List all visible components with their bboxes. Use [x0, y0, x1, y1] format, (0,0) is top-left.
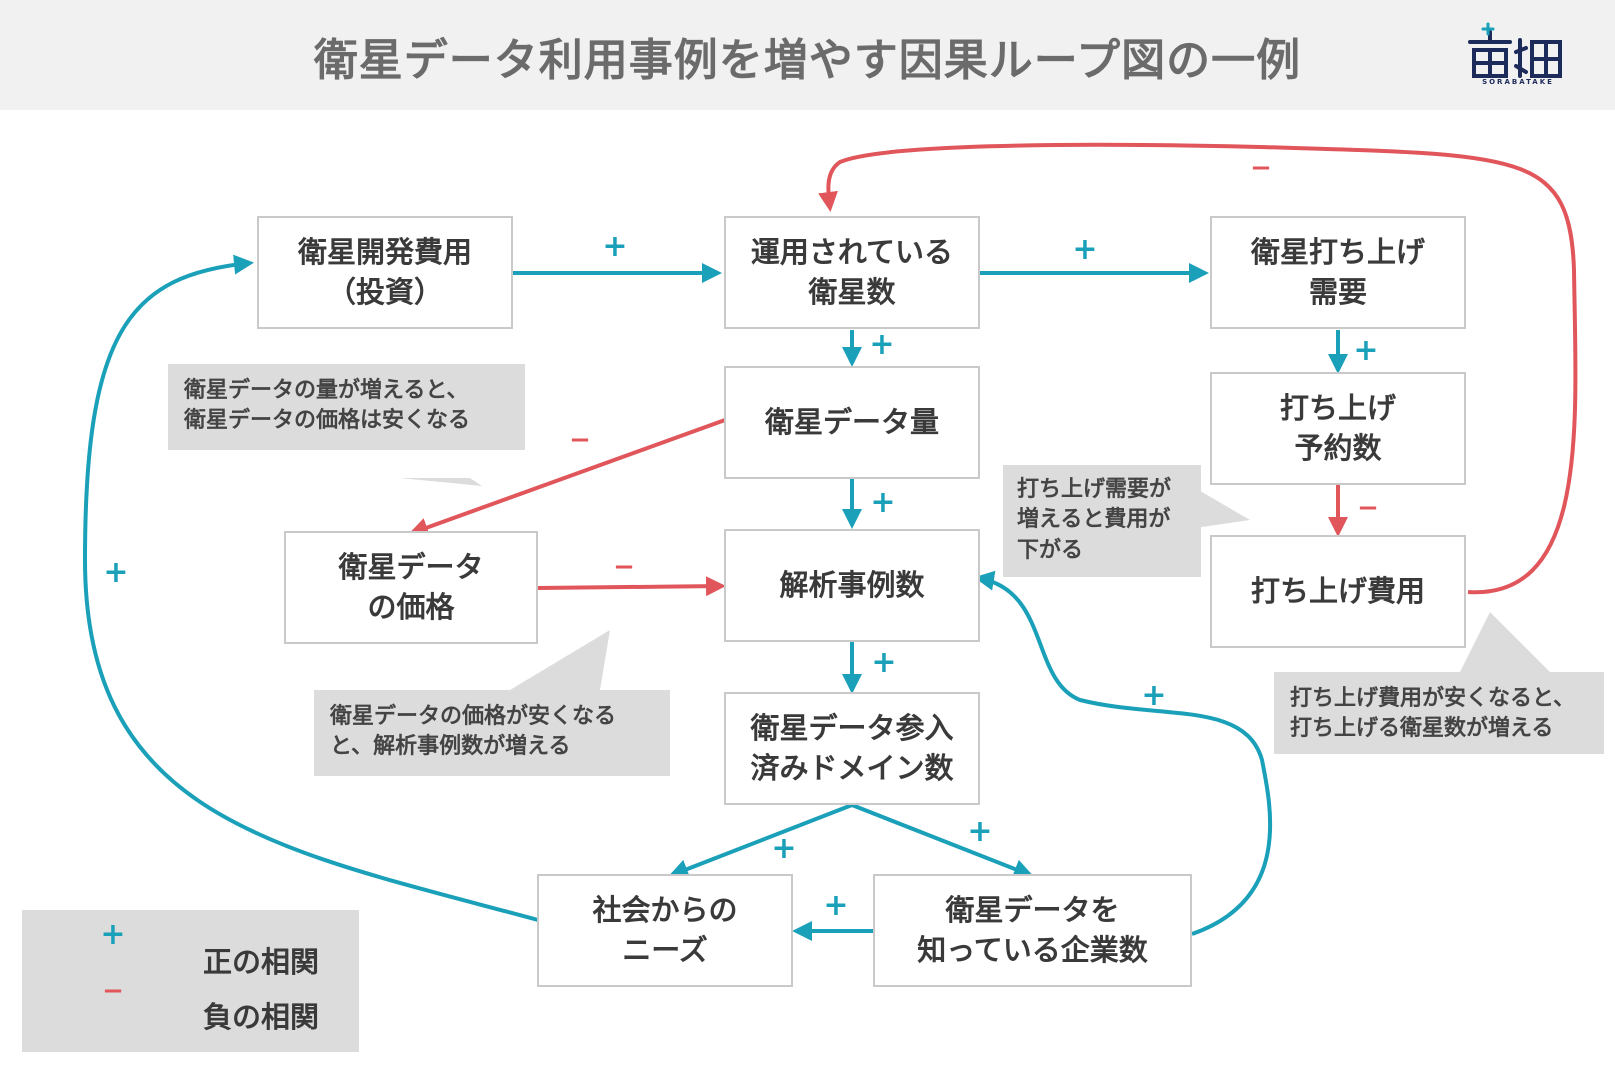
node-companies: 衛星データを 知っている企業数 — [873, 874, 1192, 987]
node-launch-bookings: 打ち上げ 予約数 — [1210, 372, 1466, 485]
sign-demand-bookings: + — [1353, 333, 1379, 368]
note-demand-cost: 打ち上げ需要が 増えると費用が 下がる — [1003, 465, 1201, 577]
arrow-launchcost-to-operating — [818, 142, 1578, 595]
sign-domains-needs: + — [771, 831, 797, 866]
arrow-needs-to-devcost — [82, 254, 539, 922]
legend-negative-sign: − — [102, 976, 124, 1006]
sorabatake-logo-icon — [1468, 22, 1562, 78]
node-launch-demand: 衛星打ち上げ 需要 — [1210, 216, 1466, 329]
legend-positive-label: 正の相関 — [203, 945, 320, 979]
node-social-needs: 社会からの ニーズ — [537, 874, 793, 987]
arrow-domains-to-companies — [851, 803, 1034, 879]
sign-cases-domains: + — [871, 645, 897, 680]
node-analysis-cases: 解析事例数 — [724, 529, 980, 642]
node-data-price: 衛星データ の価格 — [284, 531, 538, 644]
legend — [22, 910, 359, 1052]
node-dev-cost: 衛星開発費用 （投資） — [257, 216, 513, 329]
sign-companies-cases: + — [1141, 678, 1167, 713]
note-tail-cost-sats — [1460, 612, 1550, 672]
node-data-volume: 衛星データ量 — [724, 366, 980, 479]
note-tail-volume-price — [400, 478, 482, 486]
sign-domains-companies: + — [967, 814, 993, 849]
header-bar — [0, 0, 1615, 110]
arrow-companies-to-cases — [974, 570, 1273, 936]
arrow-domains-to-needs — [668, 803, 853, 879]
node-launch-cost: 打ち上げ費用 — [1210, 535, 1466, 648]
arrow-volume-to-price — [408, 418, 726, 537]
sign-devcost-operating: + — [602, 229, 628, 264]
sign-volume-cases: + — [870, 485, 896, 520]
note-volume-price: 衛星データの量が増えると、 衛星データの価格は安くなる — [168, 364, 525, 450]
sign-volume-price: − — [569, 425, 591, 455]
node-operating-satellites: 運用されている 衛星数 — [724, 216, 980, 329]
note-tail-price-cases — [510, 630, 610, 690]
legend-positive-sign: + — [100, 917, 126, 952]
sign-companies-needs: + — [823, 888, 849, 923]
page-title: 衛星データ利用事例を増やす因果ループ図の一例 — [313, 35, 1302, 86]
sign-needs-devcost: + — [103, 555, 129, 590]
note-price-cases: 衛星データの価格が安くなる と、解析事例数が増える — [314, 690, 670, 776]
sign-operating-volume: + — [869, 327, 895, 362]
note-tail-demand-cost — [1195, 488, 1250, 528]
note-cost-sats: 打ち上げ費用が安くなると、 打ち上げる衛星数が増える — [1274, 672, 1604, 754]
sign-operating-demand: + — [1072, 232, 1098, 267]
legend-negative-label: 負の相関 — [203, 1000, 320, 1034]
sign-launchcost-operating: − — [1250, 153, 1272, 183]
node-domains: 衛星データ参入 済みドメイン数 — [724, 692, 980, 805]
sign-bookings-launchcost: − — [1357, 493, 1379, 523]
arrow-price-to-cases — [537, 576, 726, 597]
logo-subtitle: SORABATAKE — [1482, 78, 1554, 86]
sign-price-cases: − — [613, 552, 635, 582]
